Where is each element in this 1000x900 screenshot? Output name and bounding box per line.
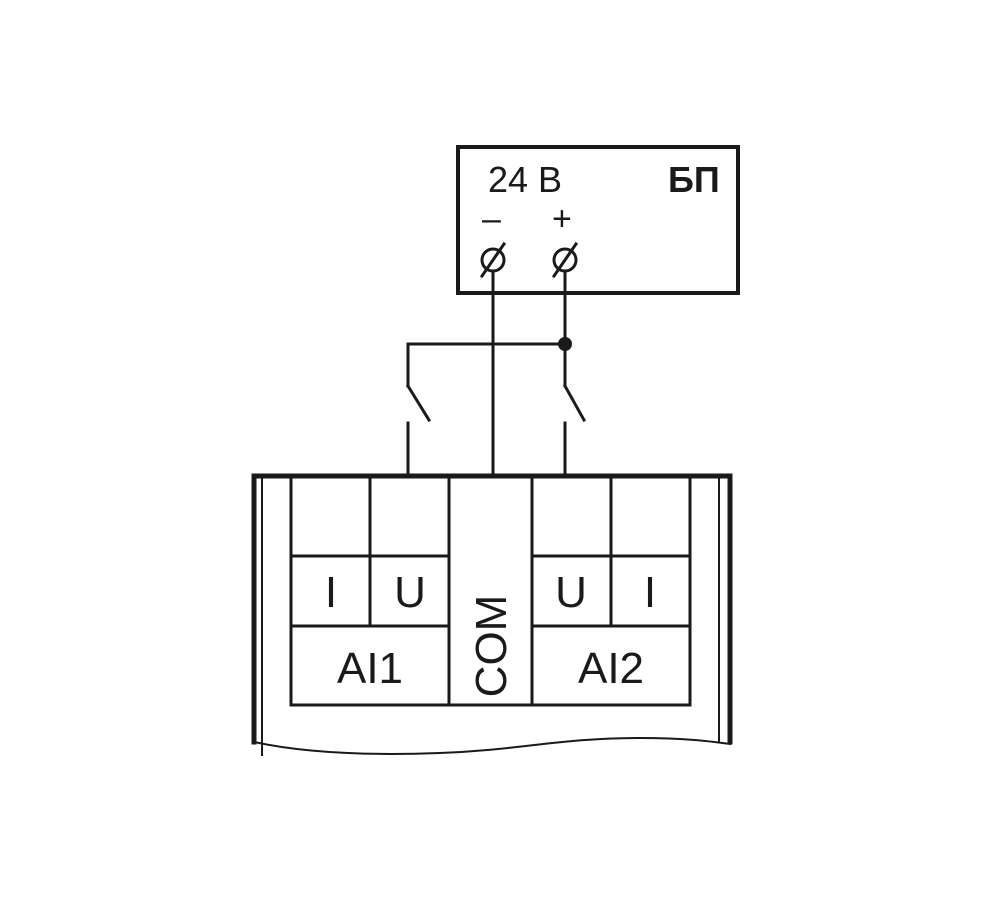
ai2-current-label: I <box>644 568 656 617</box>
ai1-group-label: AI1 <box>337 644 403 693</box>
ai1-switch-icon <box>405 383 432 474</box>
ai2-voltage-label: U <box>555 568 587 617</box>
wiring <box>405 269 587 474</box>
ai2-switch-icon <box>562 342 587 474</box>
power-supply: 24 В БП – + <box>456 145 740 295</box>
device-housing <box>251 473 733 745</box>
ai1-branch-wire <box>406 342 567 388</box>
terminal-grid <box>289 476 692 707</box>
minus-terminal-label: – <box>482 200 501 238</box>
ai1-voltage-label: U <box>394 568 426 617</box>
device-break-line <box>252 736 732 755</box>
com-label: COM <box>467 595 516 698</box>
device-terminal-block: I U AI1 COM U I AI2 <box>251 473 733 756</box>
power-supply-box <box>456 145 740 295</box>
plus-terminal-label: + <box>552 200 572 238</box>
ai1-current-label: I <box>325 568 337 617</box>
power-supply-name: БП <box>668 159 720 200</box>
ai2-group-label: AI2 <box>578 644 644 693</box>
power-supply-voltage: 24 В <box>488 159 562 200</box>
